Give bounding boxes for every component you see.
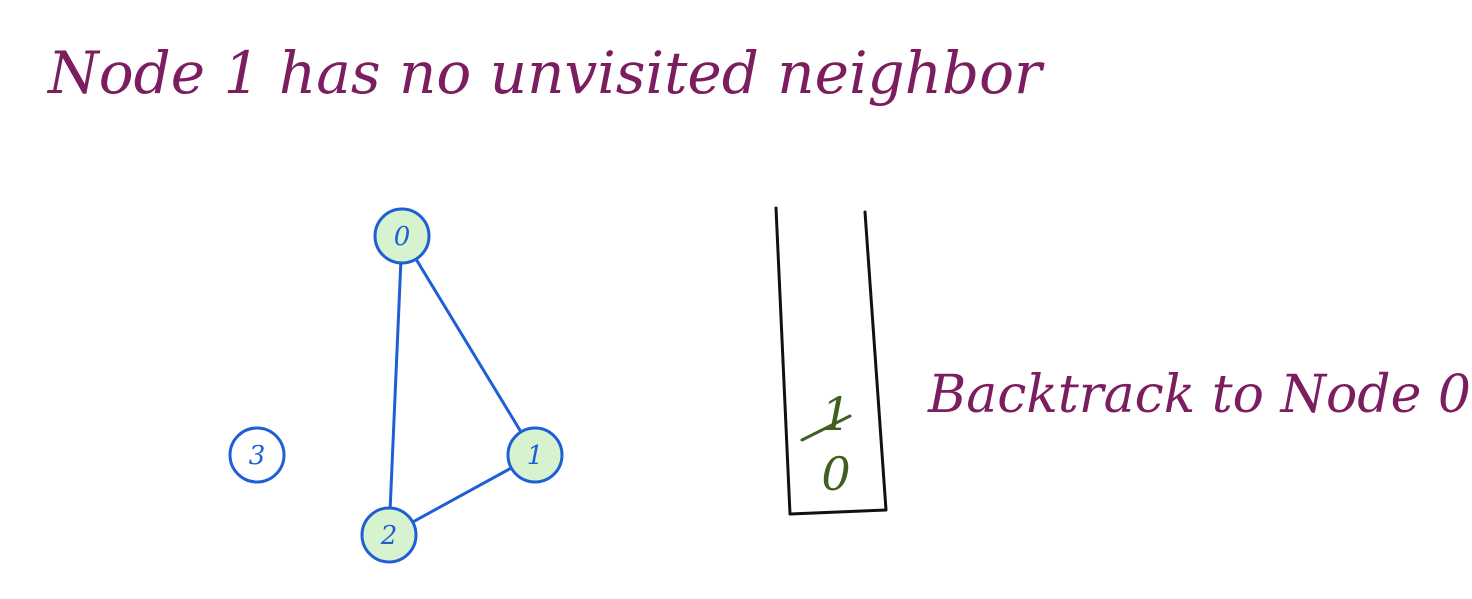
node-circle: [506, 426, 564, 484]
edge-0-2: [388, 261, 403, 510]
edge-1-2: [411, 466, 513, 524]
node-label: 1: [527, 441, 544, 471]
graph-nodes: 0 1 2 3: [228, 207, 564, 564]
node-label: 3: [249, 441, 266, 471]
stack-item-1: 1: [800, 387, 852, 442]
edge-0-1: [414, 257, 523, 434]
graph-edges: [388, 257, 523, 524]
node-2: 2: [360, 506, 418, 564]
node-0: 0: [373, 207, 431, 265]
backtrack-note: Backtrack to Node 0: [927, 365, 1471, 425]
node-circle: [373, 207, 431, 265]
stack-items: 01: [800, 387, 852, 501]
stack-item-label: 0: [821, 447, 850, 501]
diagram-title: Node 1 has no unvisited neighbor: [46, 39, 1045, 107]
node-circle: [360, 506, 418, 564]
stack-item-0: 0: [821, 447, 850, 501]
stack-item-label: 1: [821, 387, 850, 441]
pop-strike: [800, 414, 852, 442]
graph: 0 1 2 3: [228, 207, 564, 564]
node-label: 0: [394, 222, 411, 252]
node-label: 2: [380, 521, 398, 551]
node-1: 1: [506, 426, 564, 484]
node-circle: [228, 426, 286, 484]
stack-container: [774, 206, 888, 516]
node-3: 3: [228, 426, 286, 484]
stack: 01: [774, 206, 888, 516]
